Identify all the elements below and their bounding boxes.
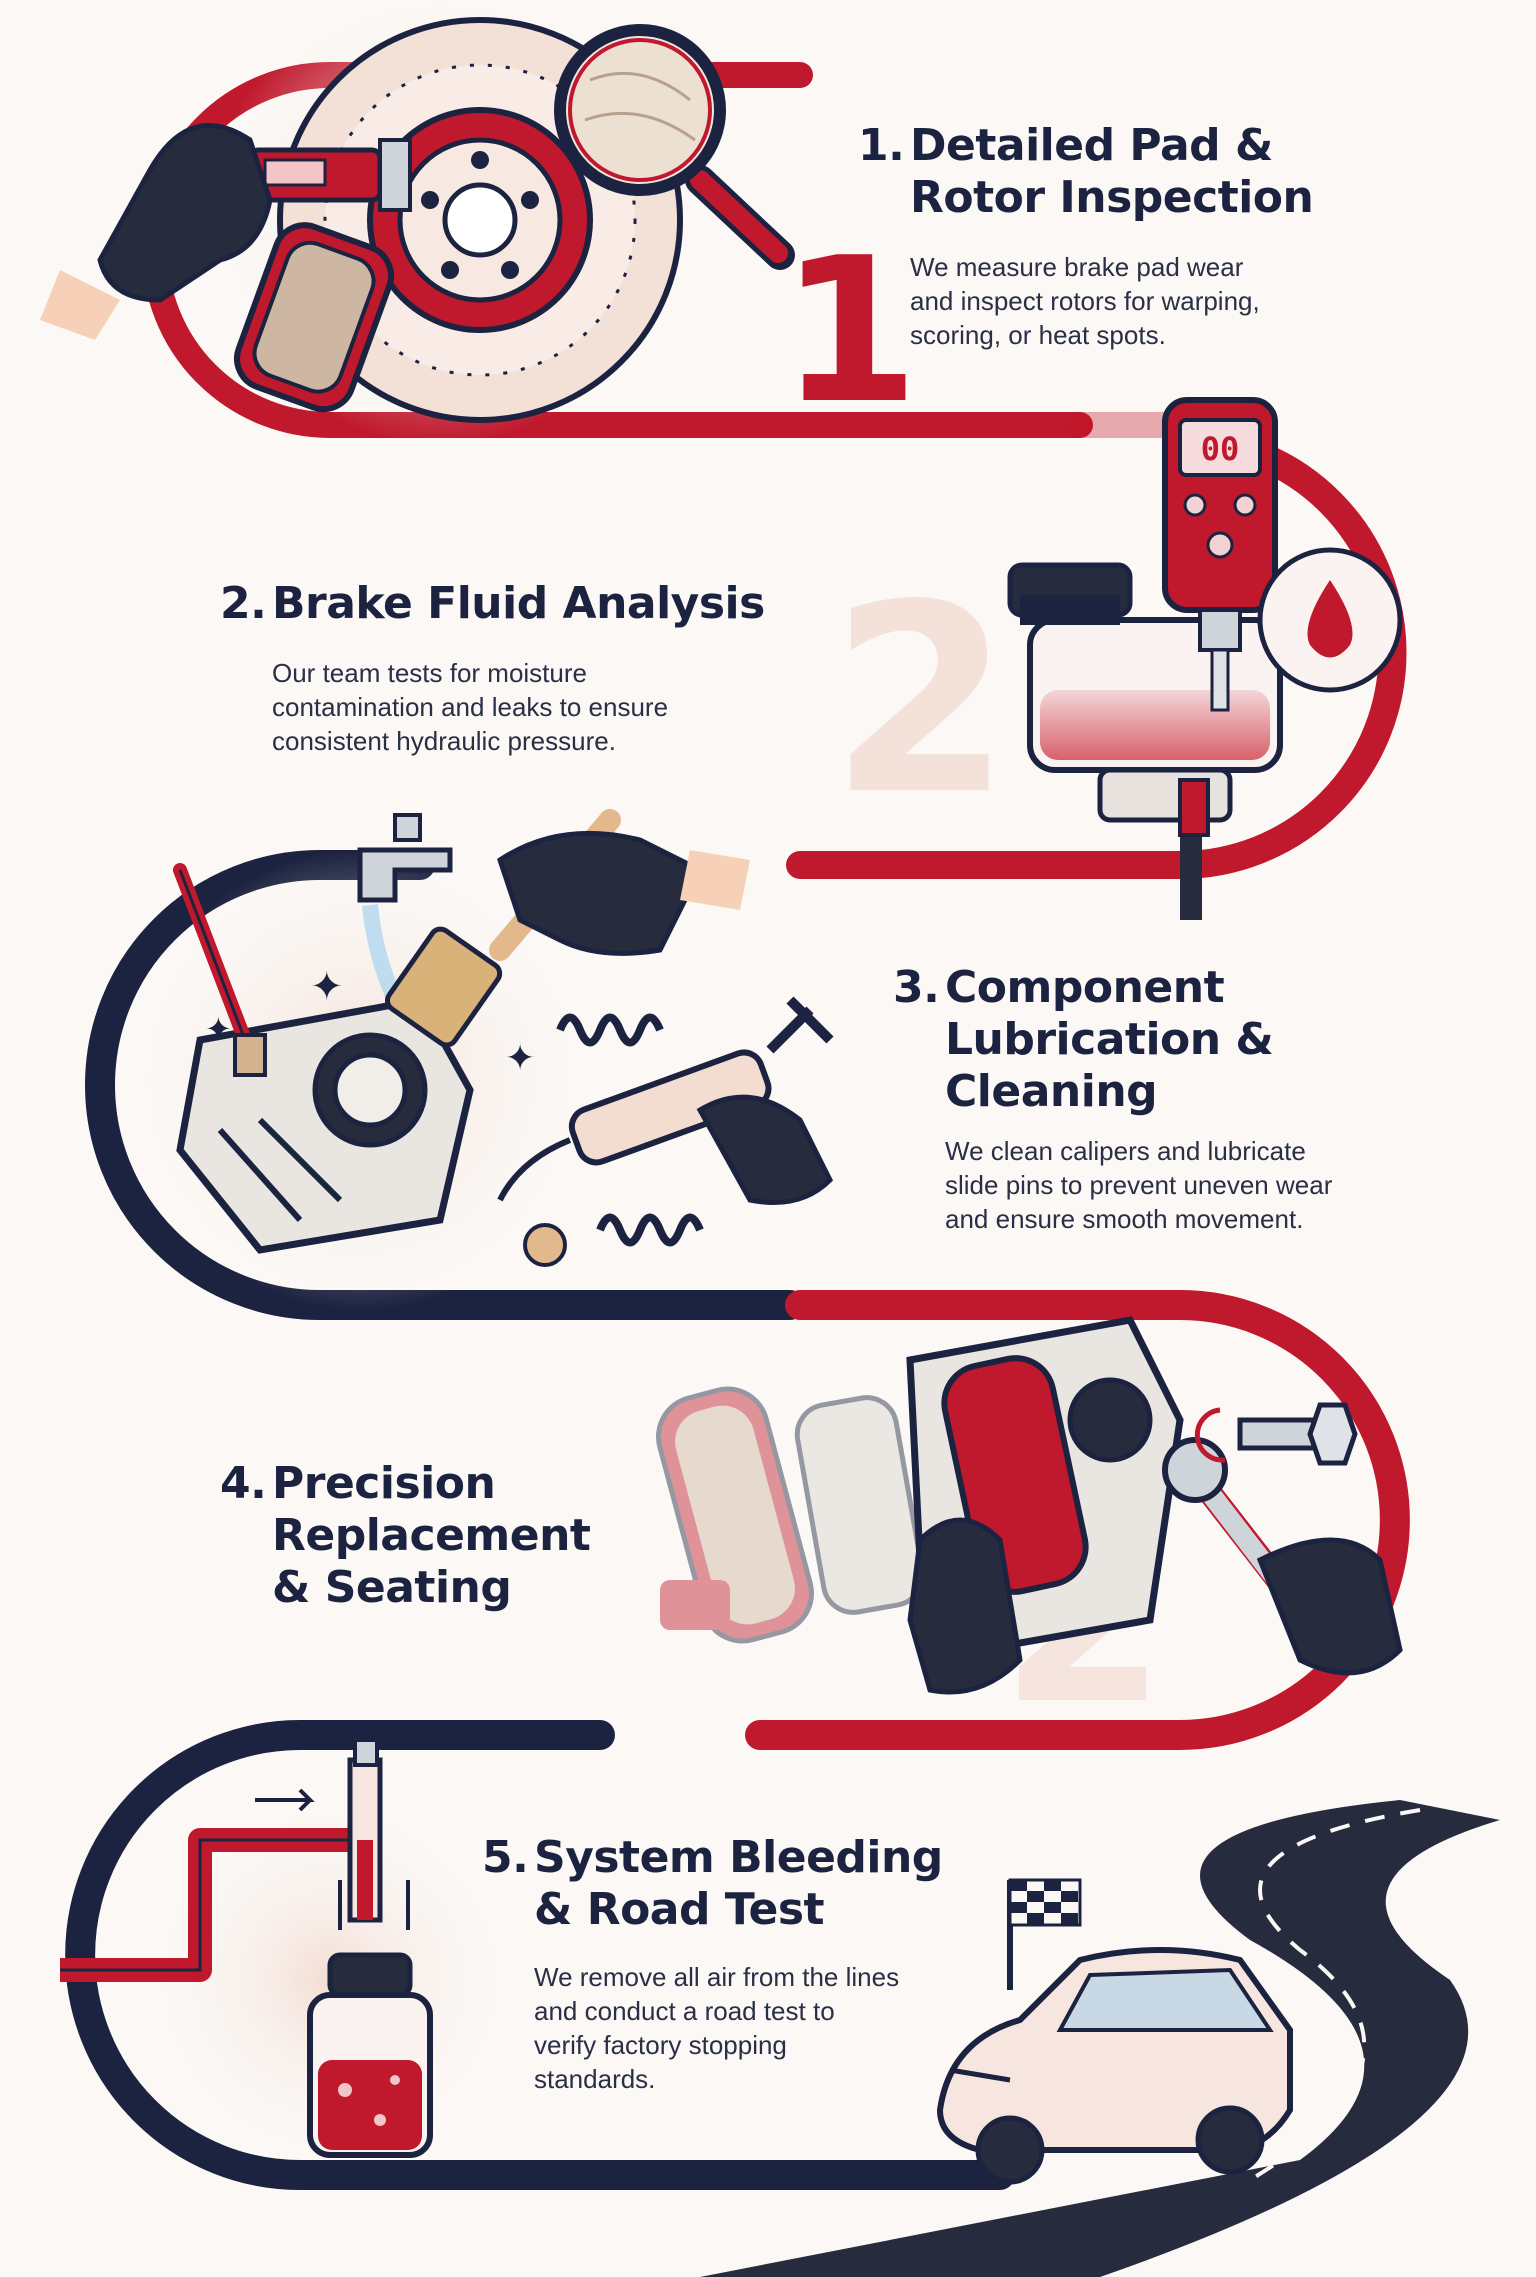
step1-art: 1 [40, 0, 919, 448]
checkered-flag-icon [1007, 1878, 1082, 1990]
step-5-body-line-1: We remove all air from the lines [534, 1962, 900, 1992]
step-2-number: 2. [220, 578, 267, 629]
step-4-number: 4. [220, 1458, 267, 1509]
step-3-title-line-2: Lubrication & [945, 1014, 1274, 1065]
bolt-icon [1194, 1402, 1358, 1466]
step-1-body-line-2: and inspect rotors for warping, [910, 286, 1260, 316]
step-4-title-line-2: Replacement [272, 1510, 591, 1561]
glove-icon [907, 1517, 1023, 1695]
step-1-title: 1.Detailed Pad & Rotor Inspection [858, 120, 1498, 224]
svg-text:✦: ✦ [310, 964, 344, 1010]
magnifier-icon [554, 24, 795, 270]
step-4-title-line-3: & Seating [272, 1562, 512, 1613]
fluid-tester-icon: 00 [1162, 397, 1278, 712]
step2-art: 2 00 [830, 397, 1403, 920]
step-5-title-line-2: & Road Test [534, 1884, 825, 1935]
step-1-description: We measure brake pad wear and inspect ro… [858, 250, 1498, 352]
glove-hand-icon [40, 123, 273, 340]
step-2-body-line-1: Our team tests for moisture [272, 658, 587, 688]
fluid-drop-icon [1257, 547, 1403, 693]
step-5-title: 5.System Bleeding & Road Test [482, 1832, 1042, 1936]
serpentine-path [65, 62, 1410, 2190]
step-5-body-line-2: and conduct a road test to [534, 1996, 835, 2026]
step-3-body-line-2: slide pins to prevent uneven wear [945, 1170, 1333, 1200]
step-3-body-line-1: We clean calipers and lubricate [945, 1136, 1306, 1166]
road-icon [700, 1800, 1500, 2277]
brake-line-icon [60, 1738, 410, 1982]
brake-pad-icon [234, 222, 395, 413]
step-3: 3.Component Lubrication & Cleaning We cl… [893, 962, 1453, 1236]
step4-art: 2 [656, 1316, 1403, 1757]
step-5-body-line-3: verify factory stopping [534, 2030, 787, 2060]
step-1-title-line-2: Rotor Inspection [910, 172, 1314, 223]
wrench-icon [1162, 1437, 1403, 1676]
step-3-number: 3. [893, 962, 940, 1013]
bleed-bottle-icon [307, 1952, 433, 2158]
old-brake-pads-icon [656, 1386, 926, 1644]
step-2-body-line-2: contamination and leaks to ensure [272, 692, 669, 722]
step-3-description: We clean calipers and lubricate slide pi… [893, 1134, 1453, 1236]
svg-text:✦: ✦ [205, 1010, 232, 1048]
step2-big-numeral: 2 [830, 550, 1011, 852]
step-3-body-line-3: and ensure smooth movement. [945, 1204, 1304, 1234]
step-3-title: 3.Component Lubrication & Cleaning [893, 962, 1453, 1118]
step-1-number: 1. [858, 120, 905, 171]
step-5-description: We remove all air from the lines and con… [482, 1960, 1042, 2096]
grease-gun-icon [497, 996, 834, 1267]
step1-big-numeral: 1 [780, 215, 919, 448]
step-5-body-line-4: standards. [534, 2064, 656, 2094]
step-2-body-line-3: consistent hydraulic pressure. [272, 726, 616, 756]
step-3-title-line-3: Cleaning [945, 1066, 1158, 1117]
step-5: 5.System Bleeding & Road Test We remove … [482, 1832, 1042, 2096]
step-2: 2.Brake Fluid Analysis Our team tests fo… [220, 578, 840, 758]
step-1-body-line-1: We measure brake pad wear [910, 252, 1244, 282]
step-2-title: 2.Brake Fluid Analysis [220, 578, 840, 630]
step-2-description: Our team tests for moisture contaminatio… [220, 656, 840, 758]
step3-art: ✦ ✦ ✦ [130, 809, 834, 1310]
step5-art [60, 1738, 1500, 2277]
step-1-body-line-3: scoring, or heat spots. [910, 320, 1166, 350]
step-4-title-line-1: Precision [272, 1458, 496, 1509]
step-4-title: 4.Precision Replacement & Seating [220, 1458, 640, 1614]
step-3-title-line-1: Component [945, 962, 1225, 1013]
step-5-number: 5. [482, 1832, 529, 1883]
step-2-title-line-1: Brake Fluid Analysis [272, 578, 765, 629]
tester-display: 00 [1201, 430, 1240, 468]
car-icon [936, 1947, 1293, 2185]
step-1-title-line-1: Detailed Pad & [910, 120, 1273, 171]
spring-icon [556, 1013, 704, 1247]
svg-text:✦: ✦ [505, 1038, 535, 1079]
step-1: 1.Detailed Pad & Rotor Inspection We mea… [858, 120, 1498, 352]
step-5-title-line-1: System Bleeding [534, 1832, 943, 1883]
step-4: 4.Precision Replacement & Seating [220, 1458, 640, 1614]
